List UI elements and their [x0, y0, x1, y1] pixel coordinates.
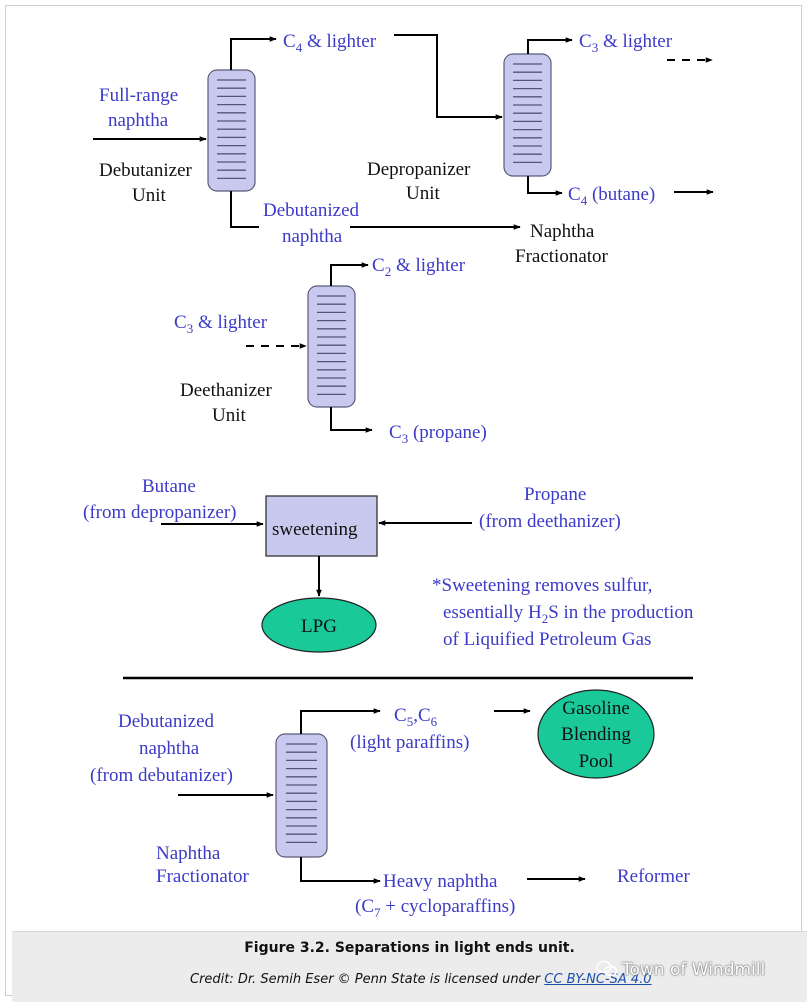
- wechat-icon: [596, 960, 618, 977]
- depropanizer-top-arrow: [527, 37, 573, 54]
- credit-text: Credit: Dr. Semih Eser © Penn State is l…: [190, 972, 545, 987]
- depropanizer-bottom-arrow: [527, 176, 563, 196]
- sweetening-label: sweetening: [272, 519, 358, 540]
- depropanizer-bottom-label: C4 (butane): [568, 184, 655, 208]
- watermark: Town of Windmill: [596, 960, 765, 980]
- watermark-text: Town of Windmill: [622, 960, 766, 980]
- depropanizer-section: Depropanizer Unit C3 & lighter C4 (butan…: [367, 31, 714, 208]
- debutanizer-unit-line1: Debutanizer: [99, 160, 193, 181]
- fractionator-top-label-line1: C5,C6: [394, 705, 438, 729]
- deethanizer-top-label: C2 & lighter: [372, 255, 466, 279]
- sweetening-note-line1: *Sweetening removes sulfur,: [432, 575, 652, 596]
- figure-credit: Credit: Dr. Semih Eser © Penn State is l…: [190, 972, 652, 987]
- gasoline-pool-line2: Blending: [561, 724, 631, 745]
- depropanizer-top-label: C3 & lighter: [579, 31, 673, 55]
- sweetening-section: Butane (from depropanizer) sweetening Pr…: [83, 476, 694, 653]
- debutanizer-unit-line2: Unit: [132, 185, 167, 206]
- deethanizer-feed-label: C3 & lighter: [174, 312, 268, 336]
- debutanizer-feed-line2: naphtha: [108, 110, 169, 131]
- deethanizer-trays: [317, 295, 346, 396]
- deethanizer-bottom-arrow: [330, 407, 373, 433]
- propane-feed-line2: (from deethanizer): [479, 511, 621, 532]
- deethanizer-unit-line2: Unit: [212, 405, 247, 426]
- debutanizer-bottom-line2: naphtha: [282, 226, 343, 247]
- depropanizer-trays: [513, 63, 542, 164]
- reformer-label: Reformer: [617, 866, 690, 887]
- fractionator-top-label-line2: (light paraffins): [350, 732, 469, 753]
- butane-feed-line2: (from depropanizer): [83, 502, 237, 523]
- fractionator-trays: [286, 743, 317, 844]
- debutanizer-trays: [217, 79, 246, 180]
- butane-feed-line1: Butane: [142, 476, 196, 497]
- fractionator-target-line2: Fractionator: [515, 246, 609, 267]
- lpg-label: LPG: [301, 616, 337, 637]
- process-diagram: Full-range naphtha Debutanizer Unit C4 &…: [83, 31, 714, 920]
- debutanizer-bottom-line1: Debutanized: [263, 200, 360, 221]
- fractionator-feed-line2: naphtha: [139, 738, 200, 759]
- figure-frame: Full-range naphtha Debutanizer Unit C4 &…: [5, 5, 807, 1002]
- debutanizer-top-arrow: [230, 36, 277, 70]
- deethanizer-top-arrow: [330, 262, 369, 286]
- fractionator-top-arrow: [300, 708, 381, 734]
- gasoline-pool-line3: Pool: [579, 751, 614, 772]
- deethanizer-section: C3 & lighter Deethanizer Unit C2 & light…: [174, 255, 487, 446]
- deethanizer-unit-line1: Deethanizer: [180, 380, 272, 401]
- gasoline-pool-ellipse: [537, 689, 655, 779]
- fractionator-bottom-arrow: [300, 857, 381, 884]
- fractionator-unit-line2: Fractionator: [156, 866, 250, 887]
- naphtha-fractionator-section: Debutanized naphtha (from debutanizer) N…: [90, 689, 690, 920]
- sweetening-box: [265, 495, 378, 557]
- figure-caption-title: Figure 3.2. Separations in light ends un…: [244, 940, 575, 956]
- depropanizer-unit-line1: Depropanizer: [367, 159, 471, 180]
- lpg-ellipse: [261, 597, 377, 653]
- fractionator-bottom-label-line2: (C7 + cycloparaffins): [355, 896, 515, 920]
- gasoline-pool-line1: Gasoline: [562, 698, 630, 719]
- debutanizer-feed-line1: Full-range: [99, 85, 178, 106]
- c4-to-depropanizer-arrow: [394, 34, 503, 120]
- caption-bar: Figure 3.2. Separations in light ends un…: [12, 931, 807, 1002]
- sweetening-note-line2: essentially H2S in the production: [443, 602, 694, 626]
- fractionator-bottom-label-line1: Heavy naphtha: [383, 871, 498, 892]
- license-link[interactable]: CC BY-NC-SA 4.0: [544, 972, 652, 987]
- debutanizer-section: Full-range naphtha Debutanizer Unit C4 &…: [93, 31, 609, 267]
- debutanizer-bottom-line: [230, 191, 259, 228]
- deethanizer-bottom-label: C3 (propane): [389, 422, 487, 446]
- depropanizer-unit-line2: Unit: [406, 183, 441, 204]
- propane-feed-line1: Propane: [524, 484, 586, 505]
- fractionator-feed-line1: Debutanized: [118, 711, 215, 732]
- debutanizer-top-label: C4 & lighter: [283, 31, 377, 55]
- sweetening-note-line3: of Liquified Petroleum Gas: [443, 629, 651, 650]
- fractionator-feed-line3: (from debutanizer): [90, 765, 233, 786]
- fractionator-unit-line1: Naphtha: [156, 843, 221, 864]
- fractionator-target-line1: Naphtha: [530, 221, 595, 242]
